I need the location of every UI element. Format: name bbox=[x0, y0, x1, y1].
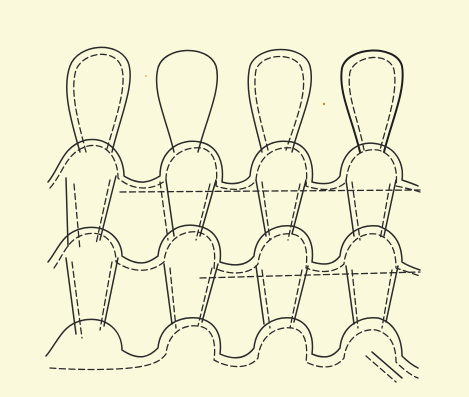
wale-1-left-lower-solid bbox=[66, 258, 76, 334]
paper-speck bbox=[323, 103, 325, 105]
row-1-weft-dashed bbox=[120, 190, 420, 192]
row-1-loops bbox=[48, 139, 420, 192]
row-1-yarn-dashed bbox=[50, 145, 420, 192]
top-open-loops bbox=[67, 47, 403, 152]
wale-3-left-solid bbox=[256, 180, 266, 236]
wale-1-left-lower-dashed bbox=[72, 262, 82, 338]
row-1-yarn-solid bbox=[48, 139, 418, 186]
paper-speck bbox=[145, 75, 147, 77]
row-2-loops bbox=[48, 225, 420, 278]
wale-2-right-lower-solid bbox=[202, 264, 218, 322]
top-loop-2-outer bbox=[157, 50, 218, 152]
row-3-loops bbox=[46, 318, 418, 378]
row-2-yarn-dashed bbox=[54, 232, 420, 276]
wale-legs bbox=[66, 176, 402, 382]
row-3-yarn-solid bbox=[46, 318, 418, 368]
row-2-yarn-solid bbox=[48, 225, 420, 270]
wale-2-left-solid bbox=[166, 180, 174, 236]
wale-2-right-lower-dashed bbox=[198, 268, 212, 326]
top-loop-3-outer bbox=[248, 50, 311, 153]
wale-2-right-dashed bbox=[196, 184, 210, 240]
wale-2-right-solid bbox=[200, 180, 216, 236]
row-3-yarn-dashed bbox=[50, 326, 418, 378]
wale-1-right-solid bbox=[100, 176, 116, 240]
top-loop-4-outer bbox=[341, 50, 402, 152]
wale-1-left-dashed bbox=[74, 184, 80, 250]
